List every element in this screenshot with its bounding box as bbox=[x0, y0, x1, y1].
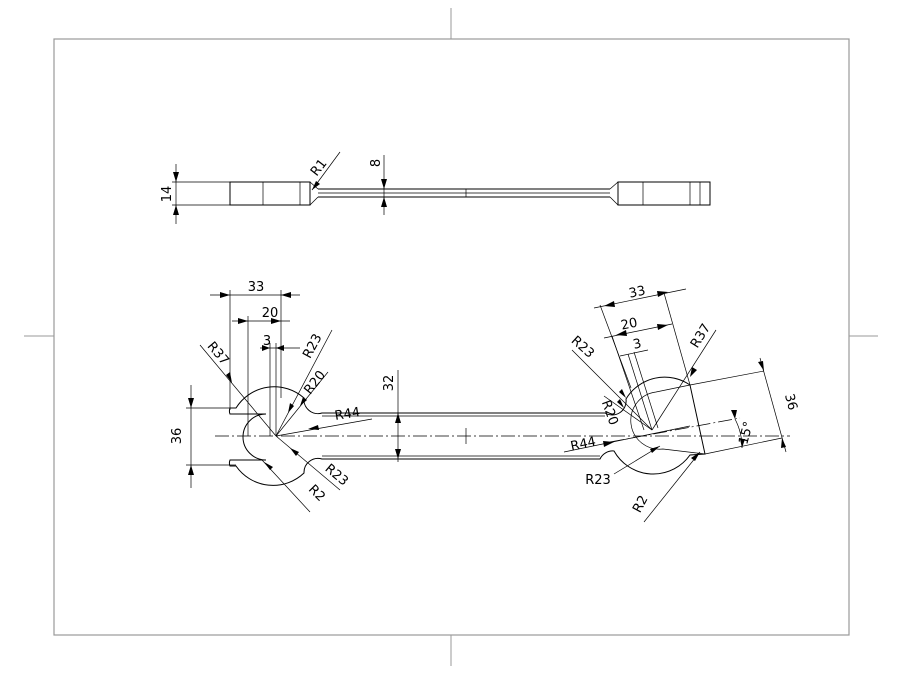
dim-thickness-text: 14 bbox=[160, 186, 175, 203]
right-r23-top-text: R23 bbox=[568, 333, 597, 361]
left-r23-bottom-text: R23 bbox=[322, 461, 351, 489]
left-r23-top-text: R23 bbox=[300, 332, 325, 362]
left-jaw-36-text: 36 bbox=[170, 428, 185, 445]
dim-fillet-r1-text: R1 bbox=[308, 156, 330, 179]
left-r2-text: R2 bbox=[305, 482, 328, 505]
right-3-text: 3 bbox=[632, 336, 643, 352]
side-view: 14 8 R1 bbox=[160, 151, 711, 224]
right-angle-text: 15° bbox=[736, 420, 756, 446]
right-33-text: 33 bbox=[628, 284, 647, 302]
left-20-text: 20 bbox=[262, 306, 279, 321]
right-head-dims: 33 20 3 R23 R37 R20 bbox=[563, 284, 800, 523]
dim-handle-width: 32 bbox=[382, 370, 401, 462]
dim-thickness: 14 bbox=[160, 164, 230, 224]
dim-handle-width-text: 32 bbox=[382, 375, 397, 392]
left-r44-text: R44 bbox=[334, 405, 362, 424]
right-r23-bottom-text: R23 bbox=[585, 473, 611, 488]
dim-web-thickness: 8 bbox=[369, 155, 387, 215]
right-r44-text: R44 bbox=[569, 435, 597, 455]
left-r37-text: R37 bbox=[204, 339, 232, 368]
right-20-text: 20 bbox=[620, 316, 639, 334]
dim-web-thickness-text: 8 bbox=[369, 159, 384, 167]
left-head-dims: 36 33 20 3 R37 bbox=[170, 280, 373, 513]
left-33-text: 33 bbox=[248, 280, 265, 295]
right-r37-text: R37 bbox=[688, 321, 714, 351]
right-r2-text: R2 bbox=[630, 493, 651, 515]
top-view: 32 36 33 20 bbox=[170, 280, 800, 523]
sheet-border bbox=[53, 38, 850, 636]
left-r20-text: R20 bbox=[301, 368, 329, 397]
wrench-outline bbox=[228, 376, 706, 486]
right-jaw-36-text: 36 bbox=[781, 392, 800, 412]
side-view-outline bbox=[229, 181, 711, 206]
left-3-text: 3 bbox=[263, 334, 271, 349]
